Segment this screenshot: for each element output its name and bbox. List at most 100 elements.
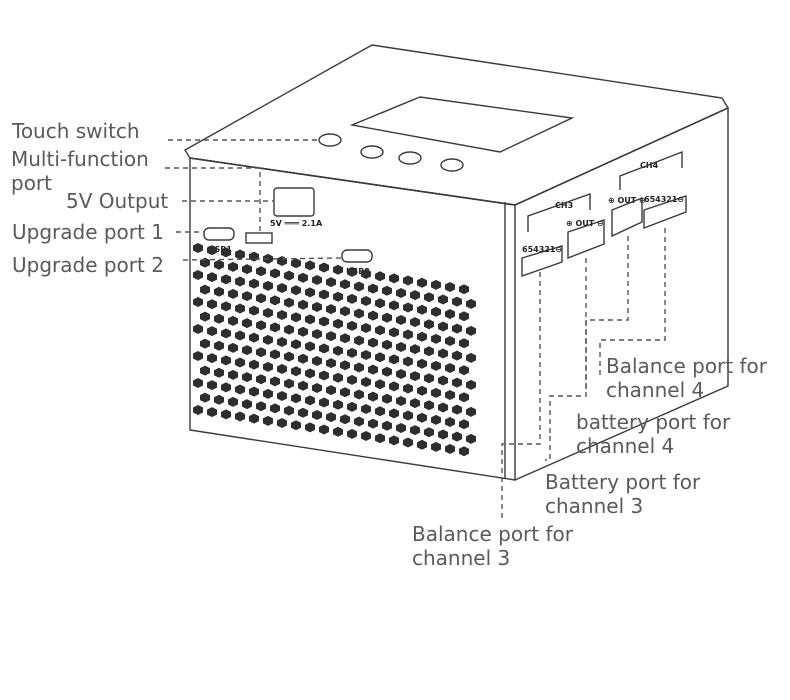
vent-hole xyxy=(256,266,266,277)
battery-ch4-line1: battery port for xyxy=(576,410,731,434)
vent-hole xyxy=(270,376,280,387)
vent-hole xyxy=(438,429,448,440)
vent-hole xyxy=(340,414,350,425)
vent-hole xyxy=(347,347,357,358)
vent-hole xyxy=(214,394,224,405)
vent-hole xyxy=(445,417,455,428)
vent-hole xyxy=(312,355,322,366)
vent-hole xyxy=(242,345,252,356)
vent-hole xyxy=(340,360,350,371)
vent-hole xyxy=(319,397,329,408)
vent-hole xyxy=(207,245,217,256)
vent-hole xyxy=(249,305,259,316)
vent-hole xyxy=(347,320,357,331)
vent-hole xyxy=(277,364,287,375)
battery-ch3-line1: Battery port for xyxy=(545,470,701,494)
vent-hole xyxy=(403,383,413,394)
vent-hole xyxy=(375,298,385,309)
vent-hole xyxy=(333,426,343,437)
vent-hole xyxy=(368,337,378,348)
vent-hole xyxy=(221,247,231,258)
multi-function-line1: Multi-function xyxy=(11,147,149,171)
vent-hole xyxy=(284,324,294,335)
vent-hole xyxy=(466,325,476,336)
vent-hole xyxy=(242,291,252,302)
vent-hole xyxy=(270,322,280,333)
vent-hole xyxy=(389,435,399,446)
battery-ch4-line2: channel 4 xyxy=(576,434,675,458)
touch-button-1 xyxy=(318,133,342,147)
vent-hole xyxy=(445,363,455,374)
vent-hole xyxy=(382,420,392,431)
vent-hole xyxy=(291,258,301,269)
vent-hole xyxy=(277,418,287,429)
leader-battery-ch4 xyxy=(549,236,629,436)
vent-hole xyxy=(438,294,448,305)
vent-hole xyxy=(431,333,441,344)
balance-ch4-line2: channel 4 xyxy=(606,378,705,402)
ch4-balance-port xyxy=(643,195,687,230)
vent-hole xyxy=(340,333,350,344)
vent-hole xyxy=(284,270,294,281)
vent-hole xyxy=(263,307,273,318)
vent-hole xyxy=(326,331,336,342)
touch-button-4 xyxy=(440,158,464,172)
vent-hole xyxy=(459,284,469,295)
vent-hole xyxy=(312,274,322,285)
vent-hole xyxy=(340,306,350,317)
vent-hole xyxy=(459,311,469,322)
label-balance-port-ch3: Balance port for channel 3 xyxy=(412,522,573,570)
vent-hole xyxy=(242,399,252,410)
vent-hole xyxy=(417,331,427,342)
vent-hole xyxy=(375,433,385,444)
vent-hole xyxy=(403,329,413,340)
ch3-label: CH3 xyxy=(555,201,573,210)
vent-hole xyxy=(354,281,364,292)
leader-balance-ch3 xyxy=(501,272,541,520)
ch4-battery-port xyxy=(611,196,643,238)
top-face xyxy=(184,44,730,206)
vent-hole xyxy=(319,289,329,300)
vent-hole xyxy=(228,369,238,380)
vent-hole xyxy=(466,433,476,444)
vent-hole xyxy=(452,350,462,361)
vent-hole xyxy=(417,277,427,288)
touch-button-2 xyxy=(360,145,384,159)
vent-hole xyxy=(291,393,301,404)
vent-hole xyxy=(417,385,427,396)
vent-hole xyxy=(452,296,462,307)
vent-hole xyxy=(389,300,399,311)
vent-hole xyxy=(270,403,280,414)
vent-hole xyxy=(375,379,385,390)
leader-battery-ch3-b xyxy=(545,436,551,461)
vent-hole xyxy=(207,272,217,283)
vent-hole xyxy=(431,306,441,317)
vent-hole xyxy=(438,375,448,386)
vent-hole xyxy=(277,256,287,267)
vent-hole xyxy=(291,339,301,350)
vent-hole xyxy=(256,401,266,412)
vent-hole xyxy=(340,387,350,398)
vent-hole xyxy=(445,336,455,347)
vent-hole xyxy=(354,362,364,373)
vent-hole xyxy=(389,327,399,338)
vent-hole xyxy=(354,335,364,346)
ch3-balance-port xyxy=(521,245,563,277)
vent-hole xyxy=(277,283,287,294)
vent-hole xyxy=(235,357,245,368)
vent-hole xyxy=(249,278,259,289)
vent-hole xyxy=(256,293,266,304)
touch-switch-text: Touch switch xyxy=(12,119,140,143)
vent-hole xyxy=(368,391,378,402)
vent-hole xyxy=(319,343,329,354)
vent-hole xyxy=(403,302,413,313)
vent-hole xyxy=(354,389,364,400)
vent-hole xyxy=(193,405,203,415)
vent-hole xyxy=(291,366,301,377)
ch4-bracket xyxy=(619,150,683,190)
vent-hole xyxy=(284,405,294,416)
vent-hole xyxy=(347,266,357,277)
ch4-balance-pins: 654321⊖ xyxy=(644,195,684,204)
vent-hole xyxy=(298,380,308,391)
